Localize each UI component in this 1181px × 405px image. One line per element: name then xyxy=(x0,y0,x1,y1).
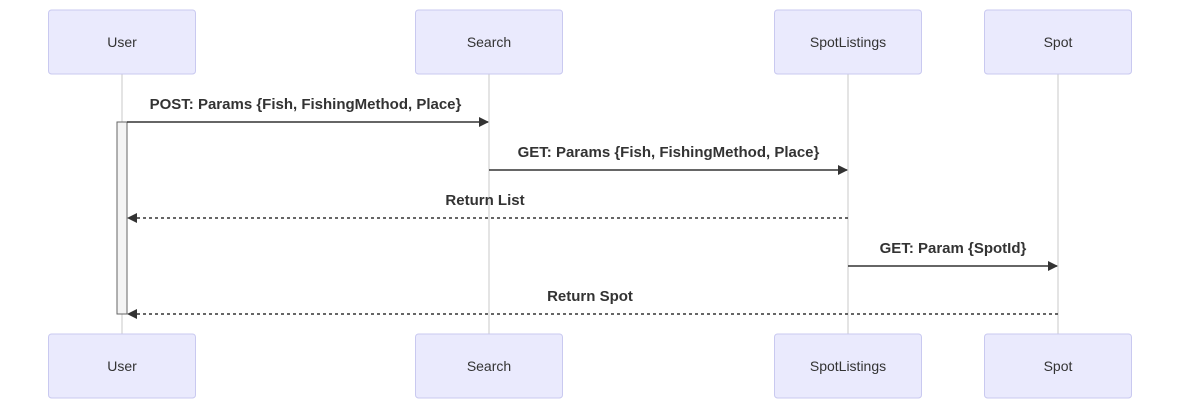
actor-bottom-spotlistings: SpotListings xyxy=(774,333,922,399)
message-label: Return Spot xyxy=(547,288,633,305)
actor-bottom-user: User xyxy=(48,333,196,399)
actors-top: User Search SpotListings Spot xyxy=(48,9,1132,75)
message-label: POST: Params {Fish, FishingMethod, Place… xyxy=(150,96,462,113)
actor-label: Spot xyxy=(1044,34,1073,50)
actor-label: User xyxy=(107,358,137,374)
actor-label: SpotListings xyxy=(810,34,886,50)
actor-box xyxy=(48,333,196,399)
message-label: GET: Params {Fish, FishingMethod, Place} xyxy=(518,144,820,161)
actor-top-search: Search xyxy=(415,9,563,75)
actor-box xyxy=(415,9,563,75)
actors-bottom: User Search SpotListings Spot xyxy=(48,333,1132,399)
messages: POST: Params {Fish, FishingMethod, Place… xyxy=(127,96,1058,319)
message-5: Return Spot xyxy=(127,288,1058,319)
actor-label: Search xyxy=(467,358,511,374)
actor-box xyxy=(415,333,563,399)
actor-box xyxy=(984,333,1132,399)
actor-top-user: User xyxy=(48,9,196,75)
actor-bottom-search: Search xyxy=(415,333,563,399)
actor-box xyxy=(774,333,922,399)
actor-top-spotlistings: SpotListings xyxy=(774,9,922,75)
actor-box xyxy=(984,9,1132,75)
message-4: GET: Param {SpotId} xyxy=(848,240,1058,271)
actor-box xyxy=(48,9,196,75)
actor-top-spot: Spot xyxy=(984,9,1132,75)
actor-label: Search xyxy=(467,34,511,50)
message-label: Return List xyxy=(445,192,524,209)
actor-label: User xyxy=(107,34,137,50)
actor-label: SpotListings xyxy=(810,358,886,374)
actor-box xyxy=(774,9,922,75)
activation-bar-user xyxy=(116,121,128,315)
activations xyxy=(116,121,128,315)
message-1: POST: Params {Fish, FishingMethod, Place… xyxy=(127,96,489,127)
message-label: GET: Param {SpotId} xyxy=(880,240,1027,257)
actor-bottom-spot: Spot xyxy=(984,333,1132,399)
actor-label: Spot xyxy=(1044,358,1073,374)
message-3: Return List xyxy=(127,192,848,223)
message-2: GET: Params {Fish, FishingMethod, Place} xyxy=(489,144,848,175)
